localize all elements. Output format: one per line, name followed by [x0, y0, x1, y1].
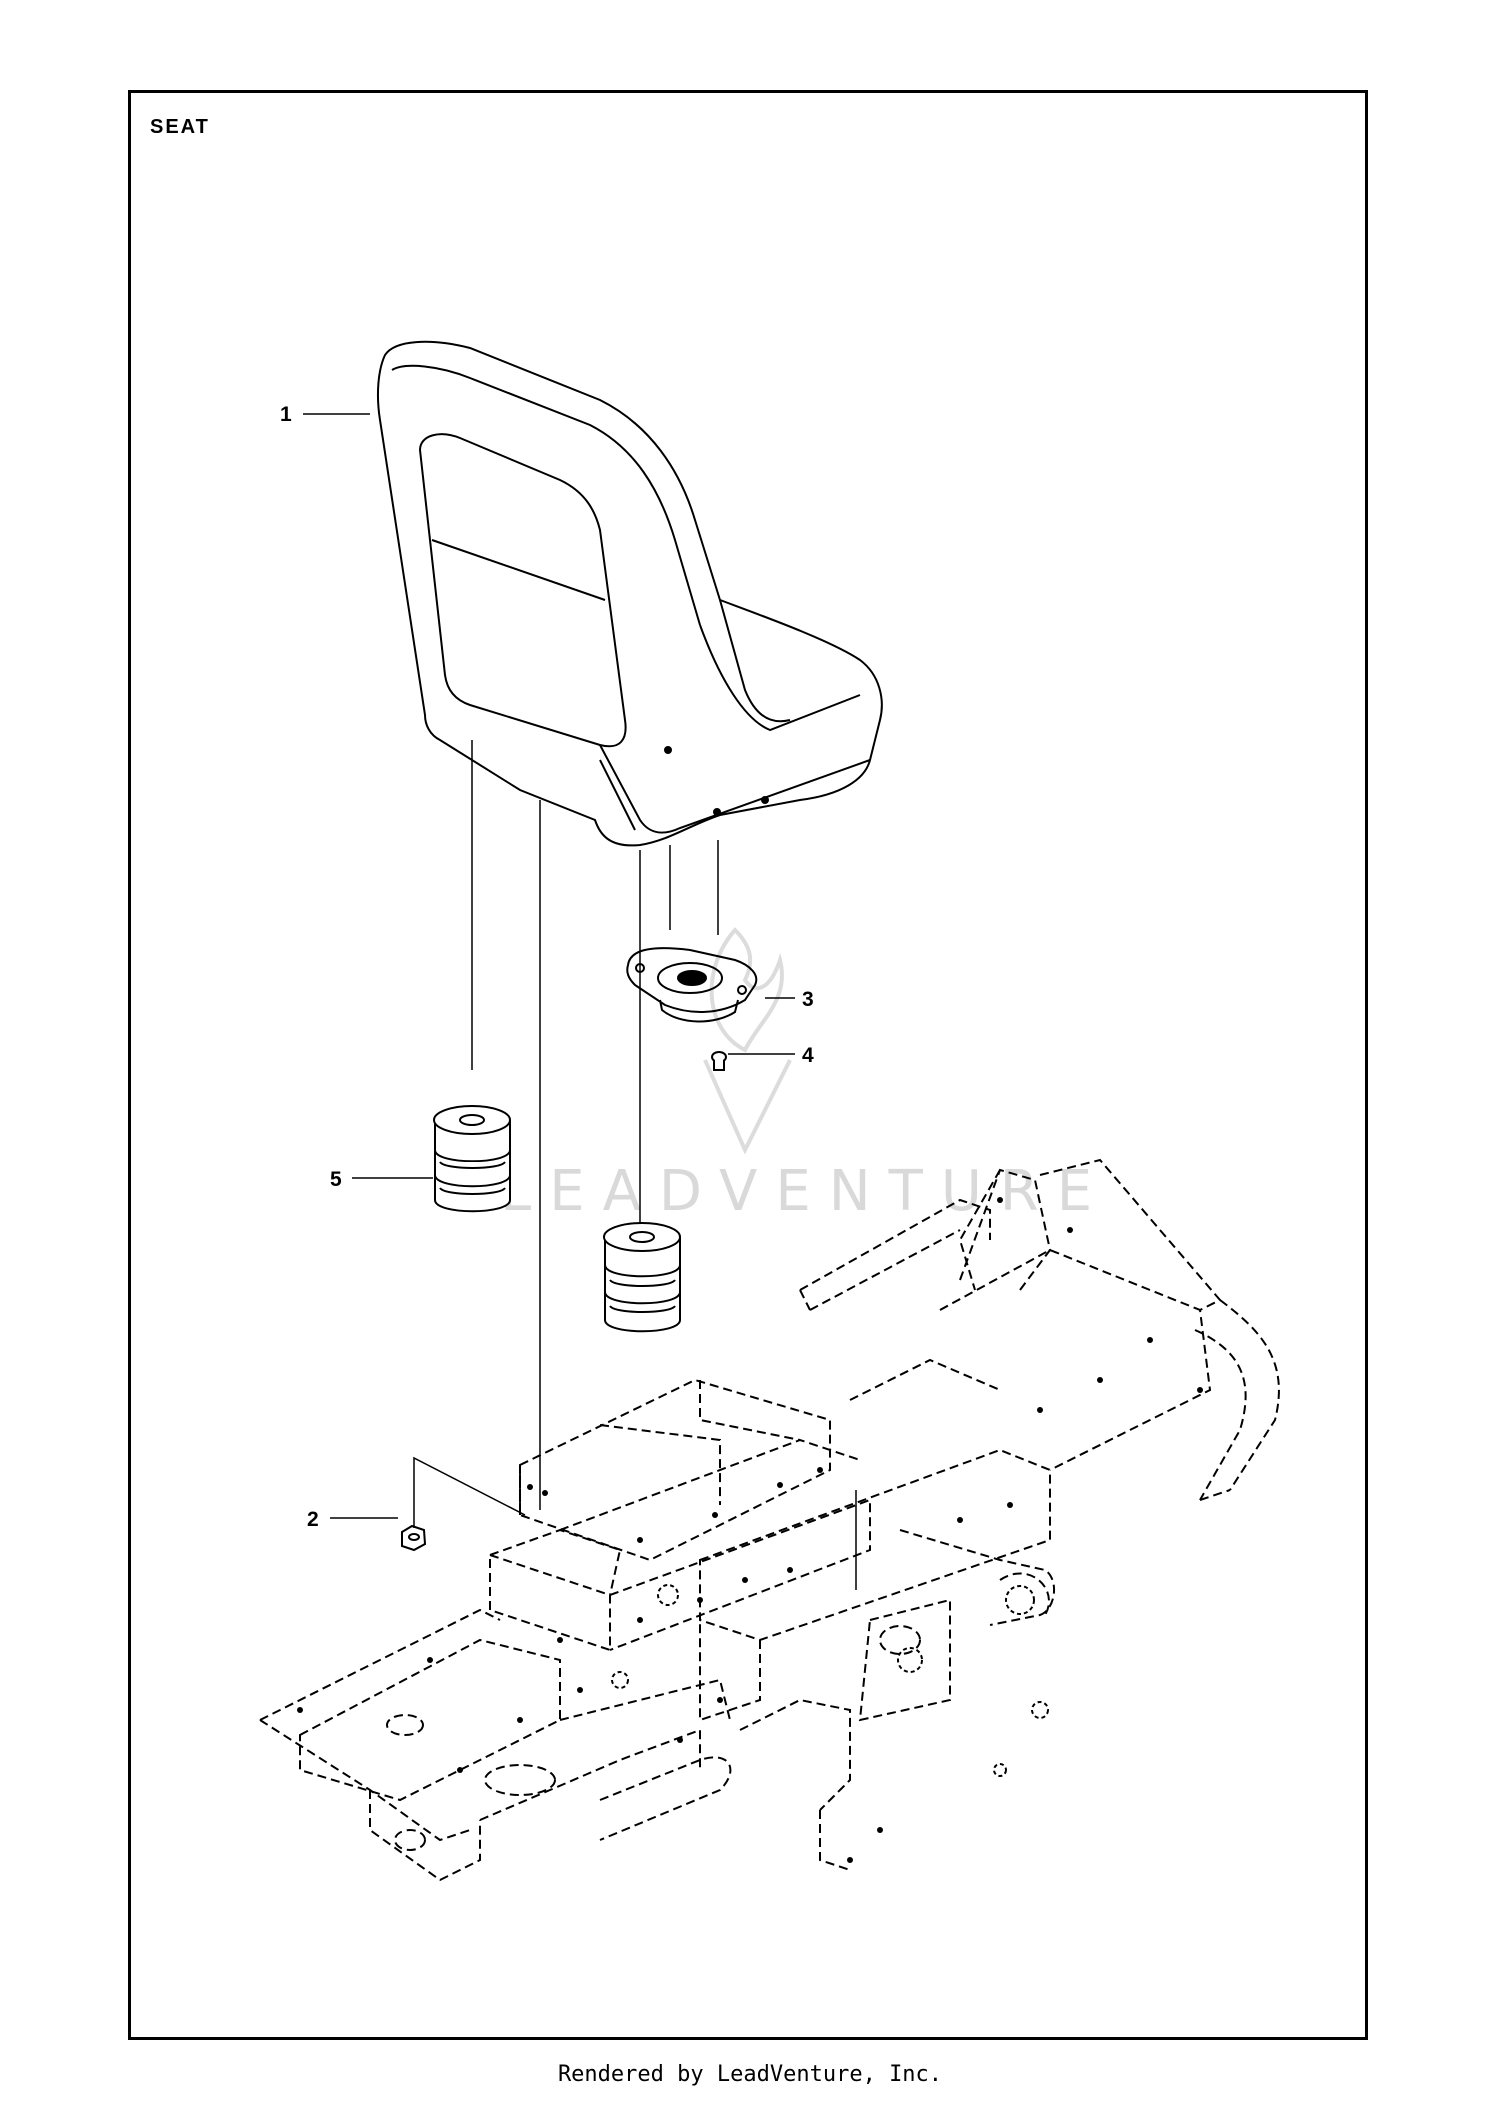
- footer-credit: Rendered by LeadVenture, Inc.: [557, 2062, 943, 2087]
- nut-leader: [413, 1456, 526, 1528]
- seat-plate-part[interactable]: [626, 947, 758, 1023]
- callout-3[interactable]: 3: [802, 988, 814, 1011]
- bumper-part-right[interactable]: [603, 1222, 681, 1333]
- watermark-logo: [703, 927, 792, 1155]
- callout-4[interactable]: 4: [802, 1044, 814, 1067]
- frame-holes: [611, 1584, 1049, 1777]
- frame-rivets: [297, 1197, 1203, 1863]
- callout-leaders: [303, 413, 795, 1519]
- nut-part[interactable]: [401, 1524, 427, 1552]
- diagram-frame: [128, 90, 1368, 2040]
- assembly-lines: [471, 740, 857, 1590]
- callout-1[interactable]: 1: [280, 403, 292, 426]
- seat-part[interactable]: [376, 340, 883, 847]
- bumper-part-left[interactable]: [433, 1105, 511, 1213]
- tractor-frame: [259, 1158, 1280, 1882]
- callout-2[interactable]: 2: [307, 1508, 319, 1531]
- screw-part[interactable]: [711, 1051, 727, 1071]
- watermark-text: LEADVENTURE: [500, 1159, 1110, 1224]
- callout-5[interactable]: 5: [330, 1168, 342, 1191]
- diagram-title: SEAT: [150, 116, 210, 138]
